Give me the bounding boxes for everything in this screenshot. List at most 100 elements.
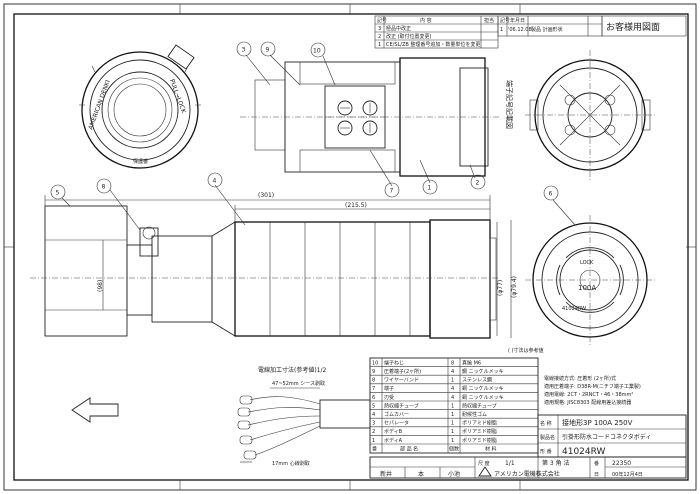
rev-right-col-mark: 記号 [500,17,510,24]
callout-6: 6 [543,185,559,201]
part-number: 4 [372,412,375,418]
part-name: 圧着端子(2ヶ所) [384,368,421,375]
part-name: ボディA [384,437,403,444]
part-material: ポリアミド樹脂 [462,420,497,427]
spec-line-2: 適用圧着端子: D38R-M(ニチフ端子工業製) [544,383,641,390]
model-label: 形 番 [540,448,552,455]
callout-8: 8 [96,178,112,194]
face-rating-text: 100A [578,284,596,292]
parts-header-name: 部 品 名 [400,445,418,452]
callout-leaders [61,54,576,231]
callout-9: 9 [260,41,276,57]
projection-angle: 第 3 角 法 [542,459,570,467]
part-material: 熱収縮チューブ [462,402,497,409]
part-qty: 1 [451,412,454,418]
part-material: 真鍮 M6 [462,359,481,366]
rev-3-mark: 3 [378,26,381,32]
outer-border [3,3,697,491]
dim-215: (215.5) [345,202,367,209]
spec-line-1: 電線接続方式: 圧着形 (2ヶ所)式 [544,375,616,382]
dimension-lines [44,195,512,338]
company-logo [478,466,492,477]
face-code-text: 41024RW [562,306,586,312]
rev-right-text: 製品 計画形状 [531,26,563,33]
scale-value: 1/1 [505,460,515,467]
callout-10: 10 [310,42,326,58]
svg-text:9: 9 [266,47,270,54]
part-qty: 1 [451,438,454,444]
callout-3: 3 [236,41,252,57]
part-qty: 1 [451,378,454,384]
part-number: 10 [372,360,378,366]
parts-table [369,357,539,454]
callout-1: 1 [422,179,438,195]
rev-right-mark: 1 [500,27,503,33]
part-number: 3 [372,421,375,427]
part-name: セパレータ [384,420,409,427]
svg-text:2: 2 [476,180,480,187]
svg-text:4: 4 [213,178,217,185]
svg-text:8: 8 [102,184,106,191]
part-number: 2 [372,429,375,435]
callout-4: 4 [207,172,223,188]
part-number: 1 [372,438,375,444]
part-qty: 1 [451,421,454,427]
callout-7: 7 [384,182,400,198]
part-material: ポリアミド樹脂 [462,428,497,435]
wire-detail-drawing [237,387,371,463]
rev-2-mark: 2 [378,34,381,40]
callout-2: 2 [470,174,486,190]
part-number: 7 [372,386,375,392]
parts-header-material: 材 料 [485,445,497,452]
drawn-by-1: 新井 [380,470,392,478]
svg-text:5: 5 [56,190,60,197]
name-label: 名 称 [540,420,552,427]
connector-top-face [525,50,655,180]
parts-header-qty: 個数 [449,445,459,452]
svg-text:6: 6 [549,191,553,198]
part-number: 8 [372,378,375,384]
wire-strip-dim: 47~52mm シース剥取 [272,380,325,387]
face-lock-text: LOCK [580,260,594,266]
rev-col-name: 担当 [484,17,494,24]
drawn-by-3: 小池 [448,470,460,478]
part-name: 端子 [384,385,394,392]
svg-text:1: 1 [428,185,432,192]
rev-col-content: 内 容 [420,17,432,24]
border-ticks [4,4,696,490]
part-qty: 8 [451,360,454,366]
part-name: ボディB [384,428,403,435]
part-name: ゴムカバー [384,411,409,418]
title-block: 名 称 接地形3P 100A 250V 製品名 引掛形防水コードコネクタボディ … [369,414,687,479]
front-view-label: 保護番 [133,158,148,165]
product-rating: 接地形3P 100A 250V [562,418,633,427]
drawing-date: 00年12月4日 [612,471,643,478]
part-qty: 4 [451,369,454,375]
part-name: 端子ねじ [384,359,404,366]
customer-use-box [601,15,687,37]
part-qty: 1 [451,403,454,409]
rev-2-text: 改正 (取付位置変更) [386,33,432,40]
reference-note: ( )寸法は参考値 [508,347,544,354]
rev-3-text: 極品中改正 [386,25,411,32]
revision-table-right: 記号 年月日 1 '06.12.08 製品 計画形状 [497,15,603,37]
plug-front-view: AMERICAN DENKI PULL→LOCK 保護番 [79,44,201,169]
direction-arrow [71,397,119,423]
rev-right-col-date: 年月日 [510,17,525,24]
product-name: 引掛形防水コードコネクタボディ [562,433,651,441]
rev-right-date: '06.12.08 [508,27,532,33]
revision-table: 記号 内 容 担当 3 極品中改正 2 改正 (取付位置変更) 1 CE/SL/… [374,15,499,49]
part-name: ワイヤーバンド [384,378,419,384]
part-name: 刃受 [384,394,394,401]
part-material: 銅 ニッケルメッキ [462,394,504,401]
part-material: 銅 ニッケルメッキ [462,385,504,392]
part-material: ステンレス鋼 [462,377,492,384]
part-name: 熱収縮チューブ [384,402,419,409]
dim-98: (98) [97,280,104,292]
terminal-diagram-label: 端子記号記載図 [505,80,514,129]
rev-1-text: CE/SL/ZB 整理番号追加・数量単位を変更 [386,41,480,48]
product-label: 製品名 [540,434,555,441]
part-number: 9 [372,369,375,375]
